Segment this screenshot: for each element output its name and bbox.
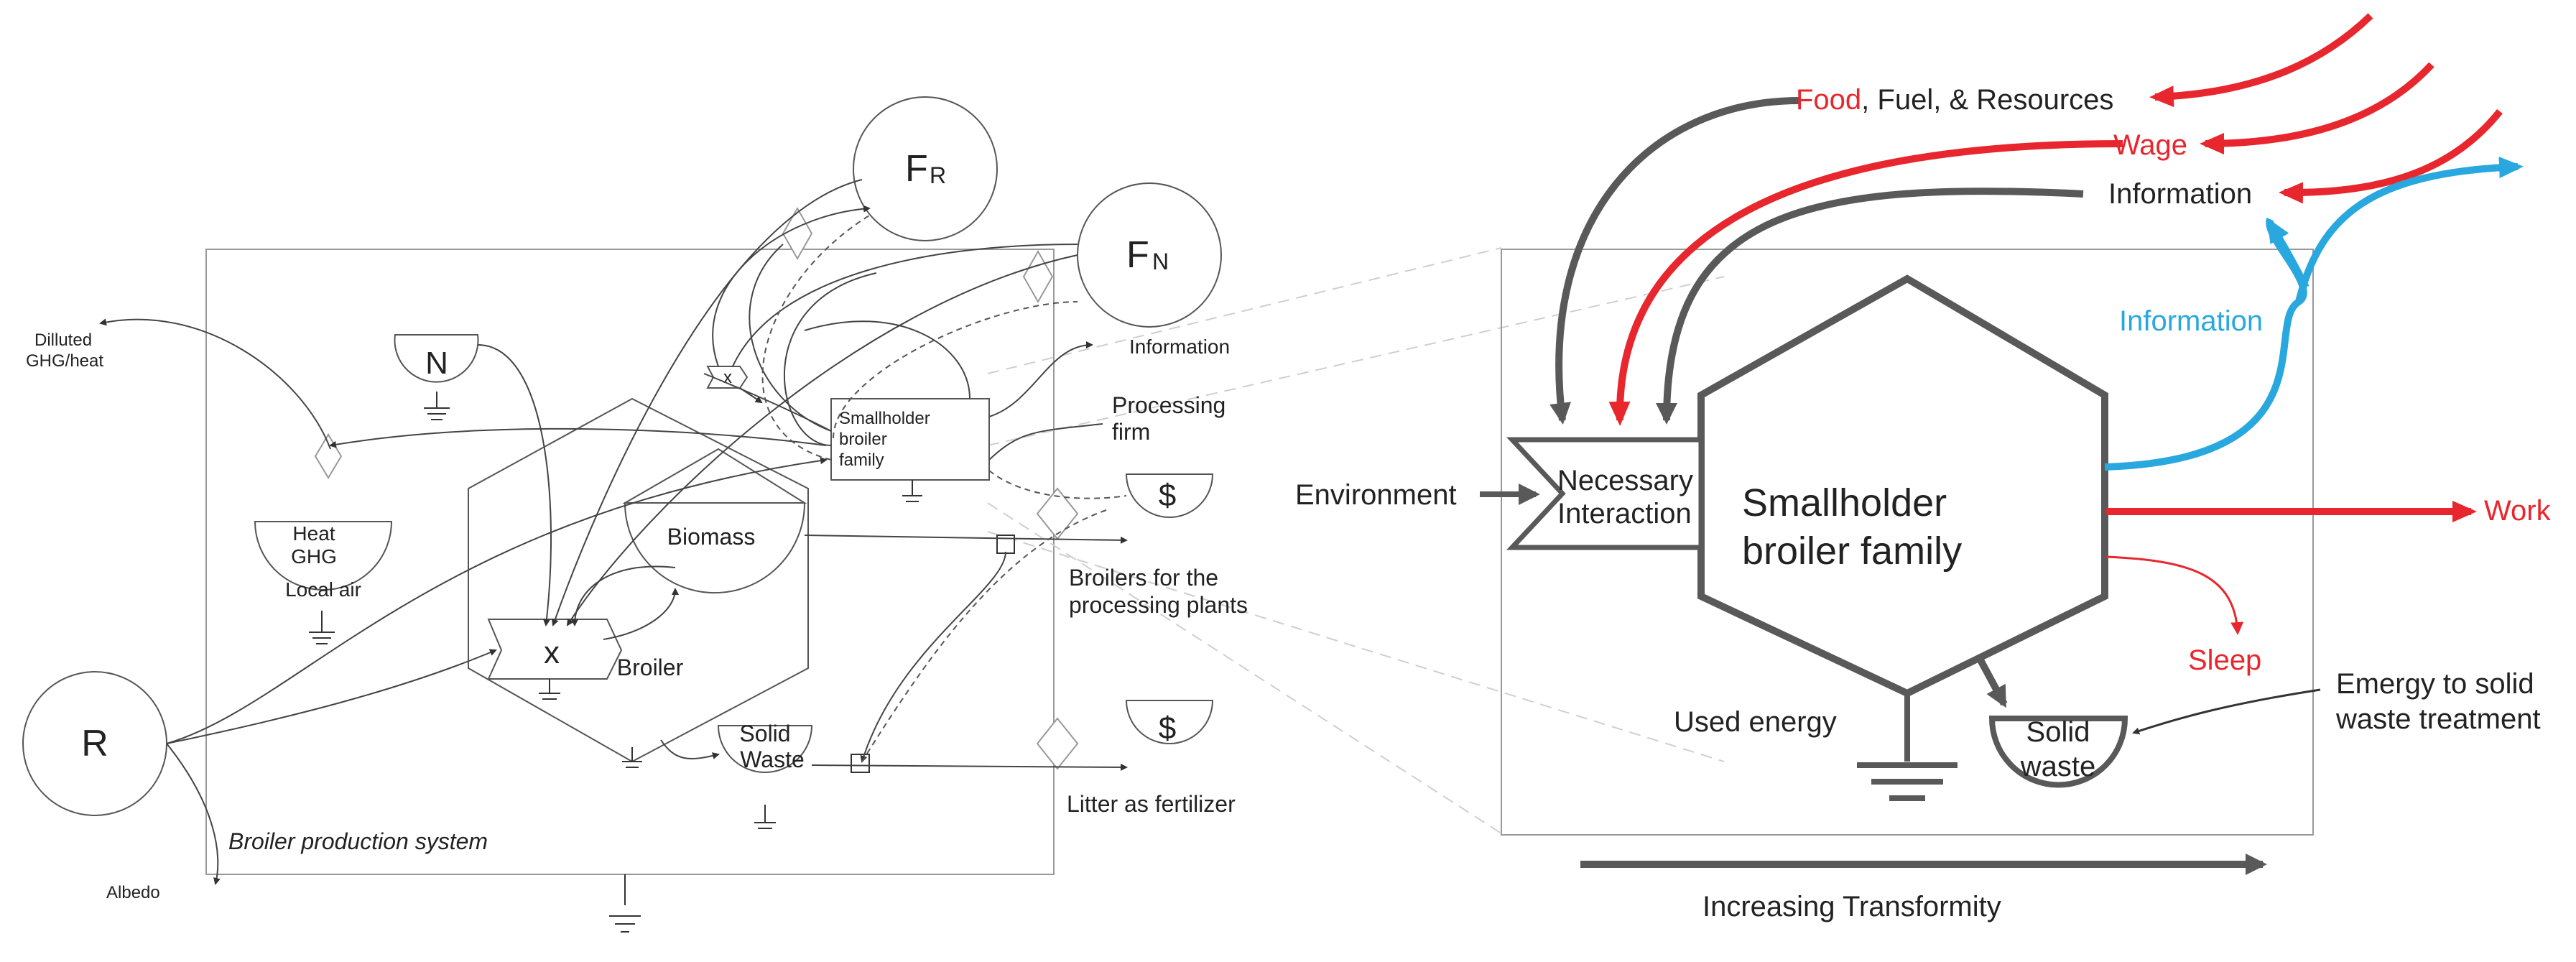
biomass-storage: Biomass <box>622 448 807 593</box>
smallholder-line1: Smallholder <box>839 409 930 428</box>
dilluted-line2: GHG/heat <box>26 351 103 371</box>
system-label: Broiler production system <box>228 828 488 854</box>
r-source: R <box>22 671 167 816</box>
necessary-interaction: Necessary Interaction <box>1506 437 1704 550</box>
information-top-label: Information <box>2108 178 2252 210</box>
heat-label: Heat <box>292 522 335 545</box>
transaction-diamonds <box>314 206 1079 770</box>
solid-waste-storage: Solid Waste <box>717 721 813 829</box>
left-information-label: Information <box>1129 336 1230 358</box>
necessary-line2: Interaction <box>1557 498 1692 529</box>
gray-input-flows <box>1549 97 2084 425</box>
necessary-line1: Necessary <box>1557 465 1693 496</box>
left-flows <box>99 179 1128 885</box>
emergy-line1: Emergy to solid <box>2336 668 2534 700</box>
left-diagram: R F R F N N Heat GHG Local air <box>22 96 1725 933</box>
right-smallholder-line2: broiler family <box>1742 529 1962 573</box>
smallholder-box: Smallholder broiler family <box>830 398 990 502</box>
litter-label: Litter as fertilizer <box>1067 791 1236 817</box>
dollar-label-2: $ <box>1159 711 1176 746</box>
projection-lines <box>987 247 1725 834</box>
right-waste-label: waste <box>2020 751 2096 782</box>
right-smallholder-line1: Smallholder <box>1742 481 1947 524</box>
broiler-label: Broiler <box>617 655 684 680</box>
processing-line2: firm <box>1112 419 1150 445</box>
dollar-storage-1: $ <box>1125 473 1214 518</box>
right-diagram: Smallholder broiler family Necessary Int… <box>1295 13 2552 922</box>
fn-source-label: F <box>1126 234 1149 276</box>
waste-flow <box>1975 655 2008 708</box>
smallholder-line2: broiler <box>839 430 887 449</box>
albedo-label: Albedo <box>106 883 160 902</box>
fuel-resources-label: , Fuel, & Resources <box>1861 84 2113 116</box>
information-flow-branch <box>2266 218 2309 290</box>
broiler-heat-sink <box>622 747 642 768</box>
work-label: Work <box>2484 495 2552 527</box>
left-system-boundary <box>205 249 1055 875</box>
broiler-interaction: x Broiler <box>487 619 684 700</box>
emergy-treatment-flow <box>2132 688 2321 735</box>
used-energy-label: Used energy <box>1674 706 1837 738</box>
sale-switches <box>851 535 1015 773</box>
broilers-line1: Broilers for the <box>1069 565 1218 591</box>
left-system-heat-sink <box>609 874 641 933</box>
wage-flow <box>1608 140 2123 426</box>
right-solid-waste: Solid waste <box>1988 716 2128 788</box>
food-fuel-resources: Food, Fuel, & Resources <box>1796 84 2113 116</box>
sleep-label: Sleep <box>2188 644 2261 676</box>
processing-line1: Processing <box>1112 392 1226 418</box>
dollar-storage-2: $ <box>1125 700 1214 746</box>
broiler-x-label: x <box>544 635 560 670</box>
dollar-label-1: $ <box>1159 478 1176 513</box>
right-system-boundary <box>1501 249 2314 836</box>
smallholder-line3: family <box>839 450 884 470</box>
dilluted-line1: Dilluted <box>34 330 92 350</box>
transformity-label: Increasing Transformity <box>1702 891 2001 922</box>
right-solid-label: Solid <box>2026 716 2090 748</box>
wage-label: Wage <box>2113 129 2187 161</box>
sleep-flow <box>2105 555 2244 635</box>
biomass-label: Biomass <box>667 524 756 550</box>
left-money-flows <box>761 215 1127 762</box>
fr-source-label: F <box>905 148 928 190</box>
fr-source-sub: R <box>930 162 946 188</box>
broilers-line2: processing plants <box>1069 592 1248 618</box>
r-source-label: R <box>81 723 108 764</box>
n-label: N <box>425 346 448 381</box>
local-air-label: Local air <box>285 578 361 601</box>
information-blue-label: Information <box>2119 305 2263 337</box>
used-energy-heat-sink <box>1857 693 1958 801</box>
left-waste-label: Waste <box>740 746 805 772</box>
fn-source: F N <box>1077 182 1222 328</box>
ghg-label: GHG <box>291 545 337 568</box>
food-label: Food <box>1796 84 1861 116</box>
red-output-flows <box>2149 13 2503 204</box>
n-storage: N <box>394 334 479 420</box>
environment-label: Environment <box>1295 479 1457 511</box>
local-air-storage: Heat GHG Local air <box>254 521 393 644</box>
fr-source: F R <box>853 96 998 241</box>
fn-source-sub: N <box>1152 249 1169 274</box>
left-solid-label: Solid <box>739 721 790 746</box>
emergy-line2: waste treatment <box>2335 703 2541 735</box>
